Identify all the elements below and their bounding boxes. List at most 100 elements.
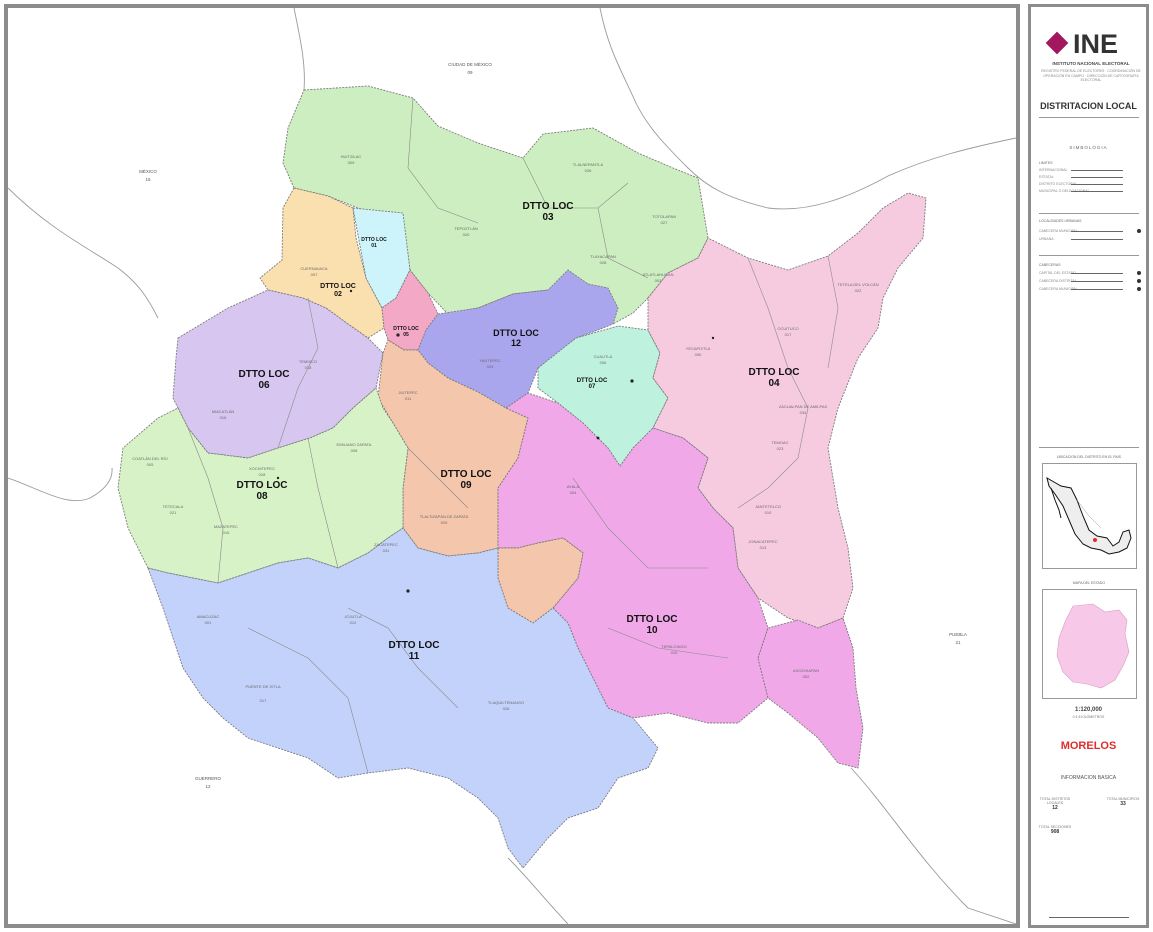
district-09-south-region[interactable] [497, 537, 584, 624]
district-01-label: DTTO LOC [361, 237, 387, 243]
svg-text:MIACATLÁN: MIACATLÁN [212, 409, 235, 414]
localities-heading: LOCALIDADES URBANAS [1039, 219, 1082, 223]
svg-text:HUITZILAC: HUITZILAC [341, 154, 362, 159]
svg-text:OCUITUCO: OCUITUCO [777, 326, 798, 331]
svg-text:010: 010 [765, 510, 772, 515]
svg-text:004: 004 [570, 490, 577, 495]
legend-row: CABECERA MUNICIPAL [1039, 287, 1143, 292]
state-label-puebla: PUEBLA [949, 632, 967, 637]
district-09-region[interactable] [377, 339, 529, 557]
svg-text:JOJUTLA: JOJUTLA [344, 614, 362, 619]
legend-row: ESTATAL [1039, 175, 1143, 180]
district-11-region[interactable] [147, 527, 659, 869]
svg-text:TLAYACAPAN: TLAYACAPAN [590, 254, 616, 259]
symbology-heading: SIMBOLOGIA [1069, 145, 1108, 150]
svg-text:017: 017 [260, 698, 267, 703]
legend-row: CAPITAL DEL ESTADO [1039, 271, 1143, 276]
district-08-label: DTTO LOC [237, 480, 288, 491]
svg-text:007: 007 [311, 272, 318, 277]
svg-text:XOCHITEPEC: XOCHITEPEC [249, 466, 275, 471]
district-regions[interactable] [117, 85, 927, 869]
district-red-region[interactable] [381, 269, 439, 351]
district-10-label: DTTO LOC [627, 614, 678, 625]
institute-name: INSTITUTO NACIONAL ELECTORAL [1052, 61, 1130, 66]
svg-text:002: 002 [803, 674, 810, 679]
svg-text:006: 006 [600, 360, 607, 365]
svg-text:12: 12 [205, 784, 211, 789]
svg-text:JIUTEPEC: JIUTEPEC [398, 390, 417, 395]
svg-text:09: 09 [467, 70, 473, 75]
svg-text:03: 03 [542, 212, 554, 223]
svg-text:AXOCHIAPAN: AXOCHIAPAN [793, 668, 819, 673]
legend-row: MUNICIPAL O DELEGACIONAL [1039, 189, 1143, 194]
map-title: DISTRITACION LOCAL [1040, 101, 1137, 111]
district-10-lobe-region[interactable] [757, 617, 864, 769]
state-label-cdmx: CIUDAD DE MÉXICO [448, 61, 492, 67]
stat-local-districts: TOTAL DISTRITOS LOCALES 12 [1039, 797, 1071, 811]
ine-logo-text: INE [1073, 29, 1119, 59]
svg-text:09: 09 [460, 480, 472, 491]
location-caption: UBICACION DEL DISTRITO EN EL PAIS [1057, 455, 1121, 459]
stat-sections: TOTAL SECCIONES 908 [1038, 825, 1072, 835]
svg-text:025: 025 [441, 520, 448, 525]
svg-text:027: 027 [661, 220, 668, 225]
svg-text:COATLÁN DEL RÍO: COATLÁN DEL RÍO [132, 456, 168, 461]
divider [1039, 255, 1139, 256]
mexico-inset-map [1046, 476, 1132, 555]
svg-text:029: 029 [487, 364, 494, 369]
svg-text:YECAPIXTLA: YECAPIXTLA [686, 346, 711, 351]
districting-map[interactable]: CIUDAD DE MÉXICO 09 MÉXICO 15 PUEBLA 21 … [8, 8, 1016, 924]
svg-text:TETELA DEL VOLCÁN: TETELA DEL VOLCÁN [837, 282, 878, 287]
svg-text:TLALNEPANTLA: TLALNEPANTLA [573, 162, 604, 167]
scale-value: 1:120,000 [1074, 707, 1103, 713]
svg-text:TLALTIZAPÁN DE ZAPATA: TLALTIZAPÁN DE ZAPATA [420, 514, 469, 519]
info-heading: INFORMACION BASICA [1060, 775, 1117, 781]
svg-text:021: 021 [170, 510, 177, 515]
limits-heading: LIMITES [1039, 161, 1053, 165]
svg-text:031: 031 [383, 548, 390, 553]
svg-text:10: 10 [646, 625, 658, 636]
svg-text:TEMIXCO: TEMIXCO [299, 359, 317, 364]
municipal-boundaries [187, 97, 839, 774]
svg-text:TOTOLAPAN: TOTOLAPAN [652, 214, 676, 219]
svg-text:030: 030 [695, 352, 702, 357]
svg-text:022: 022 [855, 288, 862, 293]
district-12-label: DTTO LOC [493, 328, 539, 338]
state-name: MORELOS [1060, 740, 1117, 752]
district-09-label: DTTO LOC [441, 469, 492, 480]
svg-text:YAUTEPEC: YAUTEPEC [479, 358, 500, 363]
scale-bar-label: 0 4 8 KILÓMETROS [1072, 715, 1105, 719]
svg-text:013: 013 [760, 545, 767, 550]
svg-text:21: 21 [955, 640, 961, 645]
svg-text:ATLATLAHUCAN: ATLATLAHUCAN [643, 272, 674, 277]
legend-row: INTERNACIONAL [1039, 168, 1143, 173]
svg-text:034: 034 [800, 410, 807, 415]
stat-municipalities: TOTAL MUNICIPIOS 33 [1106, 797, 1140, 807]
svg-text:028: 028 [259, 472, 266, 477]
divider [1039, 213, 1139, 214]
municipality-labels: HUITZILAC 009 TLALNEPANTLA 026 TEPOZTLÁN… [132, 154, 878, 711]
ine-logo: INE [1041, 29, 1141, 59]
svg-text:016: 016 [220, 415, 227, 420]
country-location-inset [1042, 463, 1137, 569]
svg-text:JANTETELCO: JANTETELCO [755, 504, 781, 509]
svg-text:11: 11 [409, 651, 420, 662]
legend-panel: INE INSTITUTO NACIONAL ELECTORAL REGISTR… [1028, 4, 1149, 928]
district-04-region[interactable] [647, 192, 927, 629]
svg-text:07: 07 [589, 384, 596, 390]
svg-text:AMACUZAC: AMACUZAC [197, 614, 220, 619]
svg-text:01: 01 [371, 243, 377, 249]
svg-text:06: 06 [258, 380, 270, 391]
svg-text:026: 026 [503, 706, 510, 711]
neighbor-state-boundaries [8, 8, 1016, 924]
svg-text:08: 08 [256, 491, 268, 502]
svg-text:ZACUALPAN DE AMILPAS: ZACUALPAN DE AMILPAS [779, 404, 828, 409]
svg-text:05: 05 [403, 332, 409, 338]
svg-text:019: 019 [671, 650, 678, 655]
divider [1049, 917, 1129, 918]
institute-subtitle: REGISTRO FEDERAL DE ELECTORES · COORDINA… [1041, 69, 1141, 82]
map-panel[interactable]: CIUDAD DE MÉXICO 09 MÉXICO 15 PUEBLA 21 … [4, 4, 1020, 928]
svg-text:012: 012 [350, 620, 357, 625]
district-05-label: DTTO LOC [393, 326, 419, 332]
